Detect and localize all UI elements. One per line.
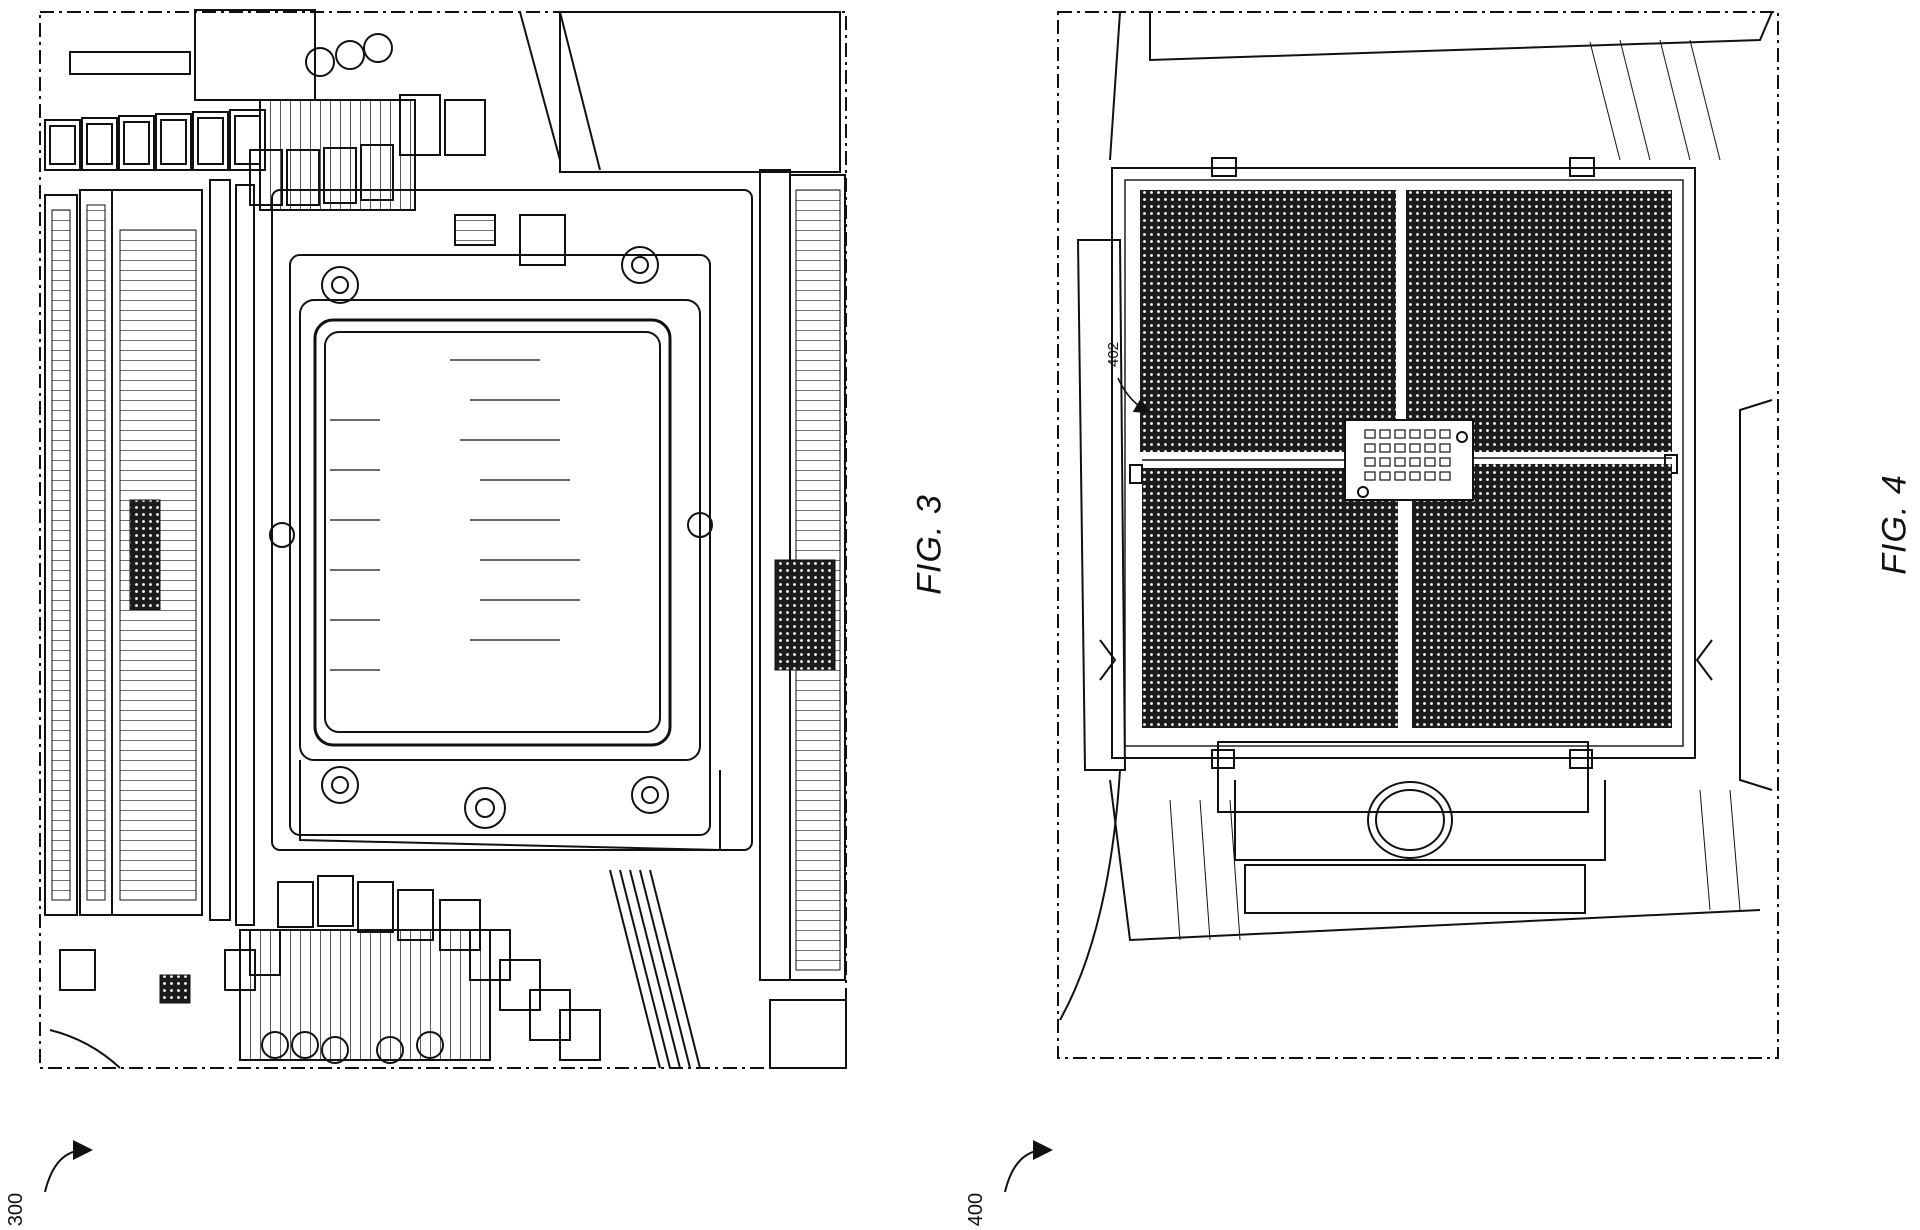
fig3-caption: FIG. 3	[910, 494, 949, 595]
ref-300-arrow	[44, 1140, 93, 1193]
ref-400-arrow	[1004, 1140, 1053, 1193]
fig3-left-dimms	[44, 179, 255, 926]
fig4-boundary	[1057, 11, 1779, 1059]
fig3-vrm-bottom	[49, 869, 847, 1069]
fig4-chassis	[1059, 11, 1773, 1021]
callout-402-leader	[1117, 377, 1151, 414]
fig4-reference-number: 400	[965, 1192, 988, 1227]
fig4-drawing	[1057, 11, 1779, 1059]
callout-402-label: 402	[1105, 341, 1123, 368]
fig3-vrm-top	[194, 9, 841, 211]
fig4-socket-frame	[1099, 157, 1713, 914]
fig3-right-dimms	[759, 169, 846, 981]
fig3-top-capacitors	[44, 33, 393, 171]
fig4-center-block	[1142, 419, 1672, 501]
fig3-reference-number: 300	[5, 1192, 28, 1227]
fig3-socket-frame	[269, 189, 753, 852]
fig4-caption: FIG. 4	[1875, 474, 1914, 575]
fig3-drawing	[39, 9, 847, 1069]
fig4-pin-field	[1140, 190, 1672, 728]
